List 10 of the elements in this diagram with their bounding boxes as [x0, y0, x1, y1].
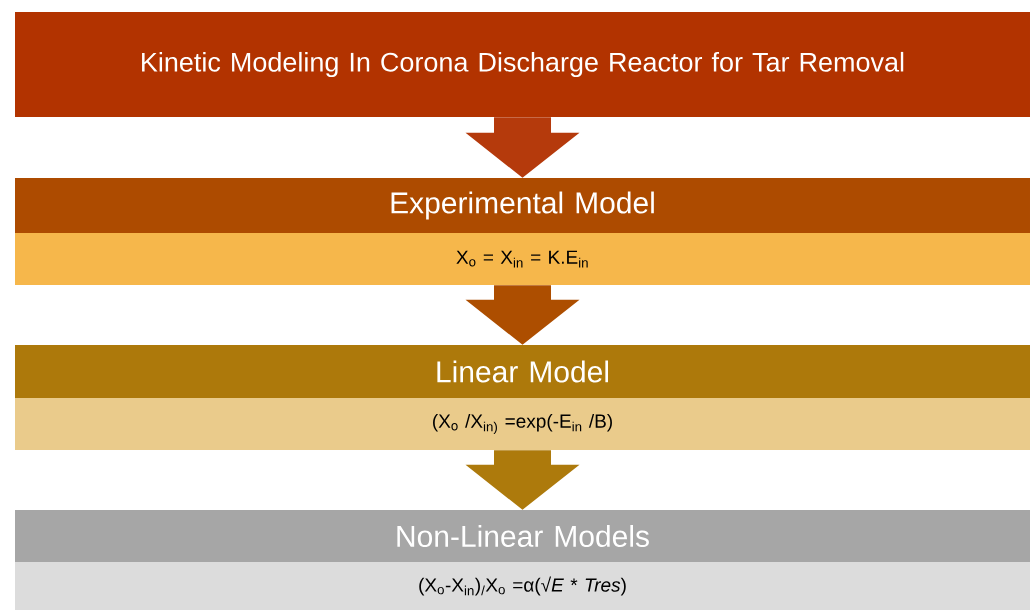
block-arrow — [465, 285, 580, 345]
stage-box: Non-Linear Models (X$_{o}$-X$_{in}$)$_{/}$X$_{o}$ =α(√E *Tres) — [15, 510, 1030, 610]
block-arrow — [465, 117, 580, 178]
stage-box: Linear Model (X$_{o}$ /X$_{in)}$ =exp(-E$_{in}$ /B) — [15, 345, 1030, 450]
stage-box: Experimental Model X$_{o}$ = X$_{in}$ = K.E$_{in}$ — [15, 178, 1030, 285]
block-arrow — [465, 450, 580, 510]
node-label: (X$_{o}$-X$_{in}$)$_{/}$X$_{o}$ =α(√E *Tres) — [419, 576, 626, 596]
node-label: (X$_{o}$ /X$_{in)}$ =exp(-E$_{in}$ /B) — [433, 413, 612, 435]
stage-box: Kinetic Modeling In Corona Discharge Reactor for Tar Removal — [15, 12, 1030, 117]
node-label: X$_{o}$ = X$_{in}$ = K.E$_{in}$ — [456, 250, 588, 268]
